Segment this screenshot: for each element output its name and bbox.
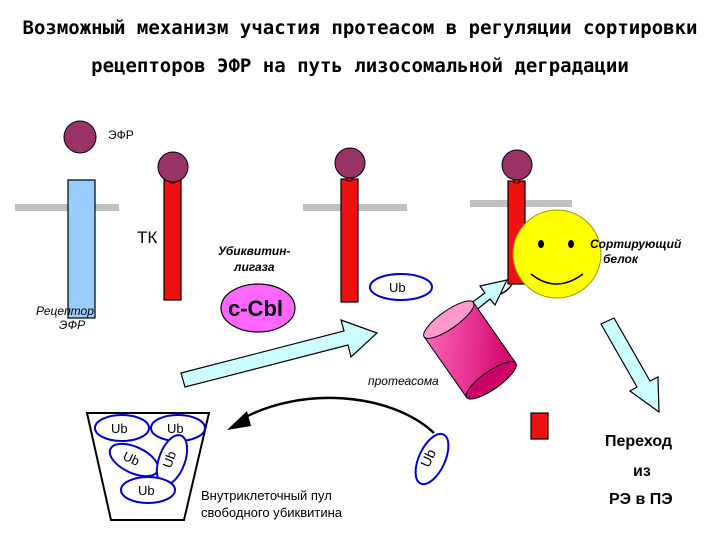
receptor-blue — [67, 179, 96, 319]
arrow-transition — [600, 317, 660, 414]
label-ccbl: c-Cbl — [228, 296, 283, 321]
membrane-1 — [15, 204, 119, 211]
egf-ball-2 — [157, 151, 189, 183]
label-transition-line-2: из — [633, 463, 651, 480]
label-sorting-protein-line-2: белок — [603, 252, 638, 266]
ub-released — [414, 432, 450, 486]
ub-pool-1 — [94, 414, 150, 442]
ccbl-ellipse — [220, 283, 296, 333]
label-ubiquitin-ligase-line-1: Убиквитин- — [218, 244, 291, 258]
label-transition-line-1: Переход — [605, 433, 673, 450]
receptor-fragment — [530, 412, 549, 440]
label-egf: ЭФР — [108, 128, 134, 142]
label-ubiquitin-ligase-line-2: лигаза — [234, 260, 275, 274]
receptor-red-2 — [163, 179, 182, 301]
label-ub-pool-5: Ub — [138, 483, 155, 498]
sorting-protein-smiley — [512, 209, 602, 299]
recycle-curve — [239, 396, 435, 434]
big-arrow — [180, 319, 379, 388]
label-receptor-line-2: ЭФР — [59, 318, 86, 332]
ub-pool-5 — [120, 476, 176, 504]
label-ub-pool-2: Ub — [167, 421, 184, 436]
label-receptor-line-1: Рецептор — [36, 304, 94, 318]
egf-ligand — [63, 120, 97, 154]
egf-ball-4 — [501, 149, 533, 181]
label-transition-line-3: РЭ в ПЭ — [609, 491, 673, 508]
page-title-line-2: рецепторов ЭФР на путь лизосомальной дег… — [91, 55, 629, 77]
label-proteasome: протеасома — [368, 374, 439, 388]
label-tk: ТК — [137, 228, 158, 247]
proteasome-cylinder — [423, 300, 517, 400]
receptor-red-3 — [340, 178, 359, 303]
egf-ball-3 — [334, 147, 366, 179]
label-ub-receptor: Ub — [389, 280, 406, 295]
recycle-arrowhead — [227, 411, 251, 430]
ub-tag-receptor — [369, 273, 433, 301]
label-sorting-protein-line-1: Сортирующий — [590, 237, 682, 251]
label-ub-pool-1: Ub — [111, 421, 128, 436]
page-title-line-1: Возможный механизм участия протеасом в р… — [22, 17, 698, 39]
label-pool-line-2: свободного убиквитина — [201, 505, 343, 520]
label-pool-line-1: Внутриклеточный пул — [201, 488, 332, 503]
